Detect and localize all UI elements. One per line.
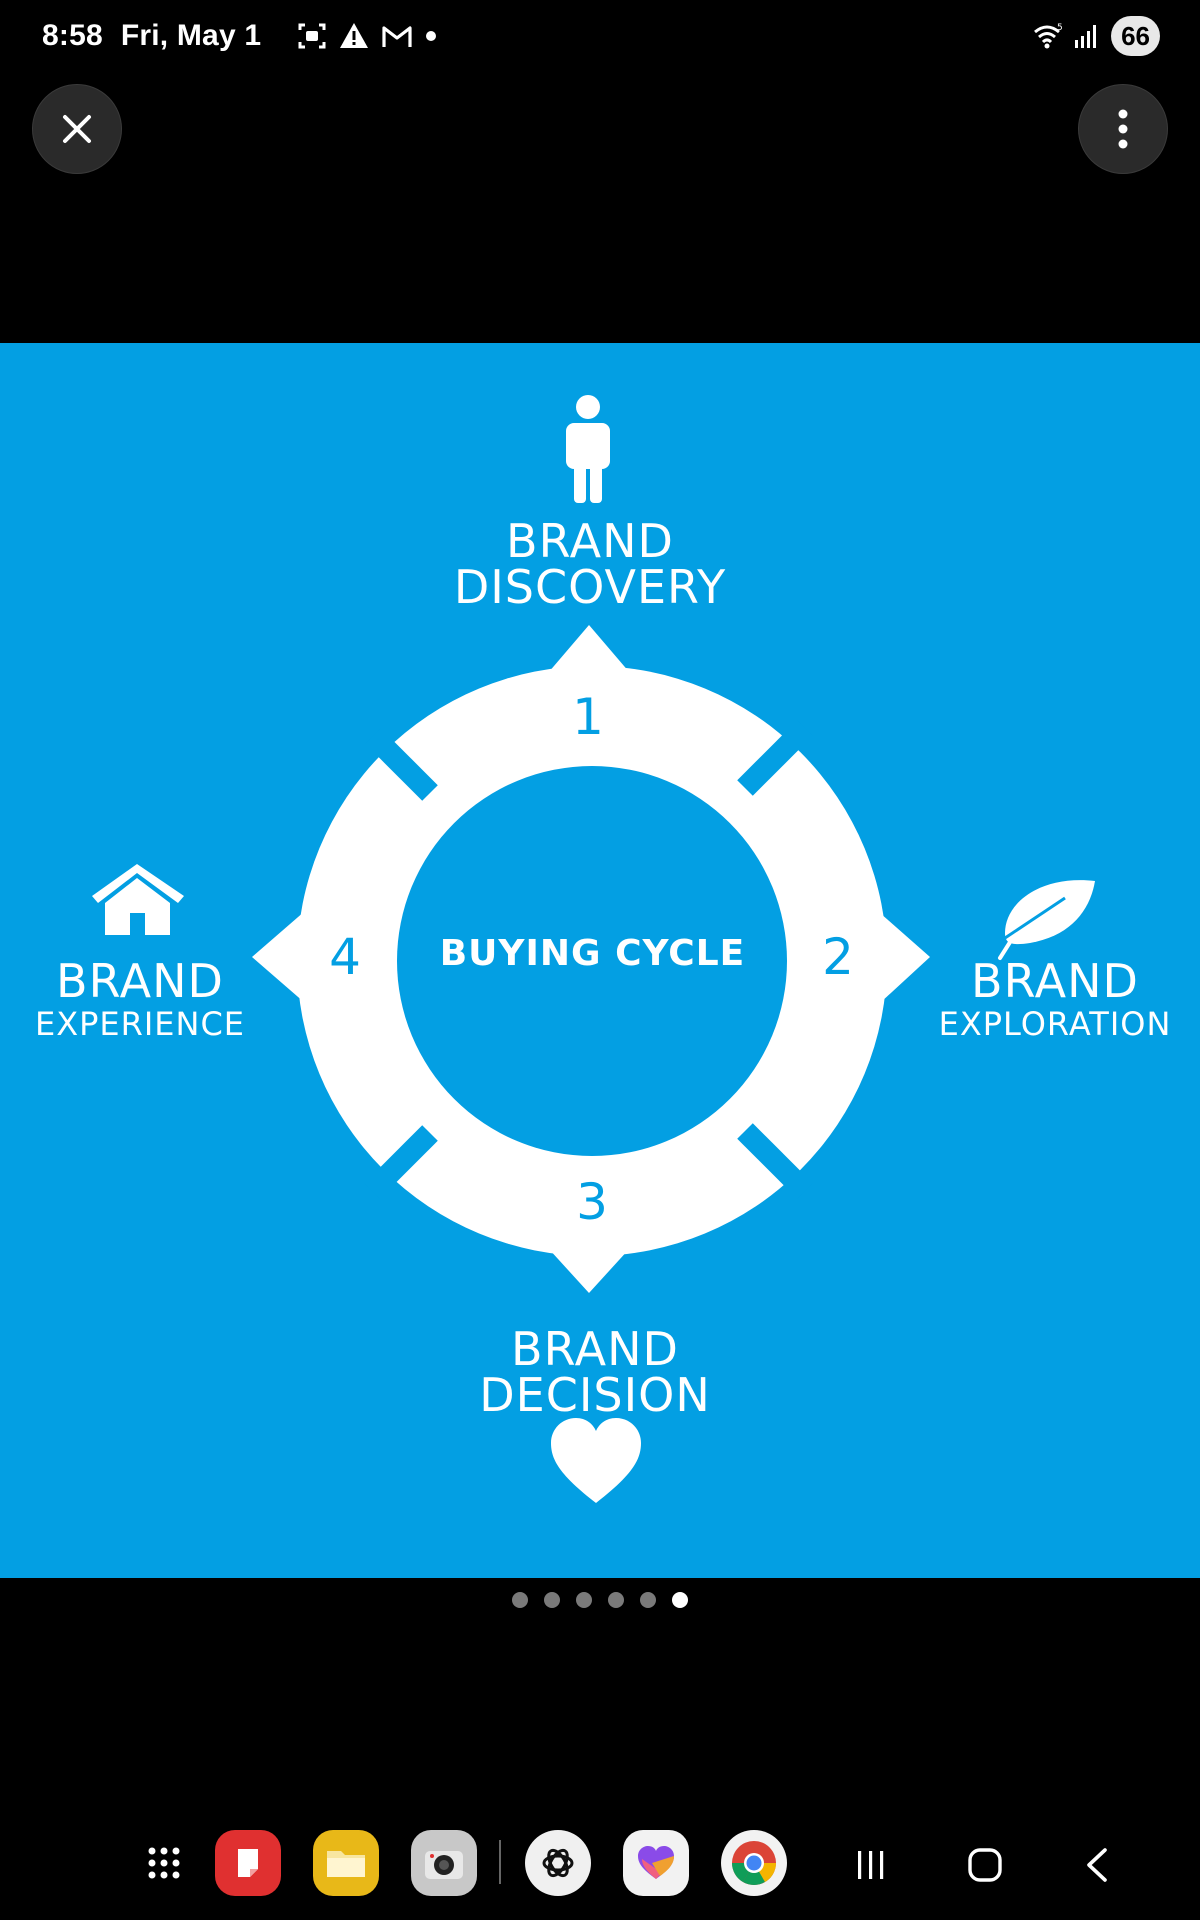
ring bbox=[252, 625, 930, 1293]
stage-1-line2: DISCOVERY bbox=[453, 560, 727, 614]
status-right: 5 66 bbox=[1033, 14, 1160, 58]
image-viewer[interactable]: BUYING CYCLE 1 2 3 4 BRAND DISCOVERY BRA… bbox=[0, 343, 1200, 1578]
notification-icons bbox=[297, 21, 437, 51]
camera-app-icon bbox=[425, 1851, 463, 1879]
chrome-app-icon bbox=[732, 1841, 776, 1885]
camera-app[interactable] bbox=[411, 1830, 477, 1896]
gmail-icon bbox=[382, 26, 412, 47]
status-time: 8:58 bbox=[42, 19, 103, 52]
page-dot-5[interactable] bbox=[640, 1592, 656, 1608]
stage-4-line1: BRAND bbox=[56, 954, 224, 1008]
home-button[interactable] bbox=[960, 1842, 1010, 1888]
more-vert-icon bbox=[1118, 109, 1128, 149]
recents-icon bbox=[858, 1851, 884, 1879]
page-dot-4[interactable] bbox=[608, 1592, 624, 1608]
back-icon bbox=[1087, 1848, 1107, 1882]
stage-2-line2: EXPLORATION bbox=[938, 1005, 1172, 1043]
app-drawer-button[interactable] bbox=[131, 1830, 197, 1896]
stage-2-number: 2 bbox=[822, 928, 854, 986]
dot-icon bbox=[426, 31, 437, 41]
stage-1-number: 1 bbox=[572, 688, 604, 746]
health-app-icon bbox=[638, 1846, 674, 1879]
heart-icon bbox=[551, 1418, 641, 1503]
house-icon bbox=[92, 864, 184, 935]
notes-app[interactable] bbox=[215, 1830, 281, 1896]
buying-cycle-diagram bbox=[92, 395, 1095, 1503]
page-dot-1[interactable] bbox=[512, 1592, 528, 1608]
stage-4-number: 4 bbox=[329, 928, 361, 986]
close-button[interactable] bbox=[32, 84, 122, 174]
stage-1-line1: BRAND bbox=[506, 514, 674, 568]
stage-3-line1: BRAND bbox=[511, 1322, 679, 1376]
page-dot-3[interactable] bbox=[576, 1592, 592, 1608]
back-button[interactable] bbox=[1073, 1842, 1123, 1888]
buying-cycle-title: BUYING CYCLE bbox=[439, 933, 746, 974]
health-app[interactable] bbox=[623, 1830, 689, 1896]
stage-3-number: 3 bbox=[576, 1173, 608, 1231]
page-indicator bbox=[0, 1590, 1200, 1610]
more-options-button[interactable] bbox=[1078, 84, 1168, 174]
app-drawer-icon bbox=[148, 1847, 180, 1879]
dock-divider bbox=[499, 1840, 501, 1884]
page-dot-2[interactable] bbox=[544, 1592, 560, 1608]
stage-1-label: BRAND DISCOVERY bbox=[420, 518, 760, 610]
wifi-icon: 5 bbox=[1034, 23, 1063, 49]
stage-3-line2: DECISION bbox=[479, 1368, 711, 1422]
status-bar: 8:58 Fri, May 1 5 bbox=[0, 0, 1200, 72]
chatgpt-app[interactable] bbox=[525, 1830, 591, 1896]
files-app-icon bbox=[327, 1851, 365, 1877]
leaf-icon bbox=[998, 880, 1095, 960]
svg-text:5: 5 bbox=[1057, 23, 1063, 33]
chrome-app[interactable] bbox=[721, 1830, 787, 1896]
chatgpt-app-icon bbox=[542, 1848, 574, 1878]
status-date: Fri, May 1 bbox=[120, 19, 262, 52]
files-app[interactable] bbox=[313, 1830, 379, 1896]
recents-button[interactable] bbox=[846, 1842, 896, 1888]
signal-icon bbox=[1075, 25, 1097, 48]
stage-3-label: BRAND DECISION bbox=[430, 1326, 760, 1418]
status-left: 8:58 Fri, May 1 bbox=[42, 12, 437, 60]
notes-app-icon bbox=[238, 1849, 258, 1877]
stage-2-label: BRAND EXPLORATION bbox=[910, 958, 1200, 1040]
page-dot-6-active[interactable] bbox=[672, 1592, 688, 1608]
stage-2-line1: BRAND bbox=[971, 954, 1139, 1008]
stage-4-line2: EXPERIENCE bbox=[34, 1005, 246, 1043]
close-icon bbox=[63, 115, 91, 143]
stage-4-label: BRAND EXPERIENCE bbox=[10, 958, 270, 1040]
home-icon bbox=[968, 1848, 1002, 1882]
person-icon bbox=[566, 395, 610, 503]
taskbar bbox=[0, 1830, 1200, 1912]
battery-indicator: 66 bbox=[1111, 16, 1160, 56]
alert-icon bbox=[340, 23, 369, 48]
screenshot-icon bbox=[298, 23, 326, 49]
